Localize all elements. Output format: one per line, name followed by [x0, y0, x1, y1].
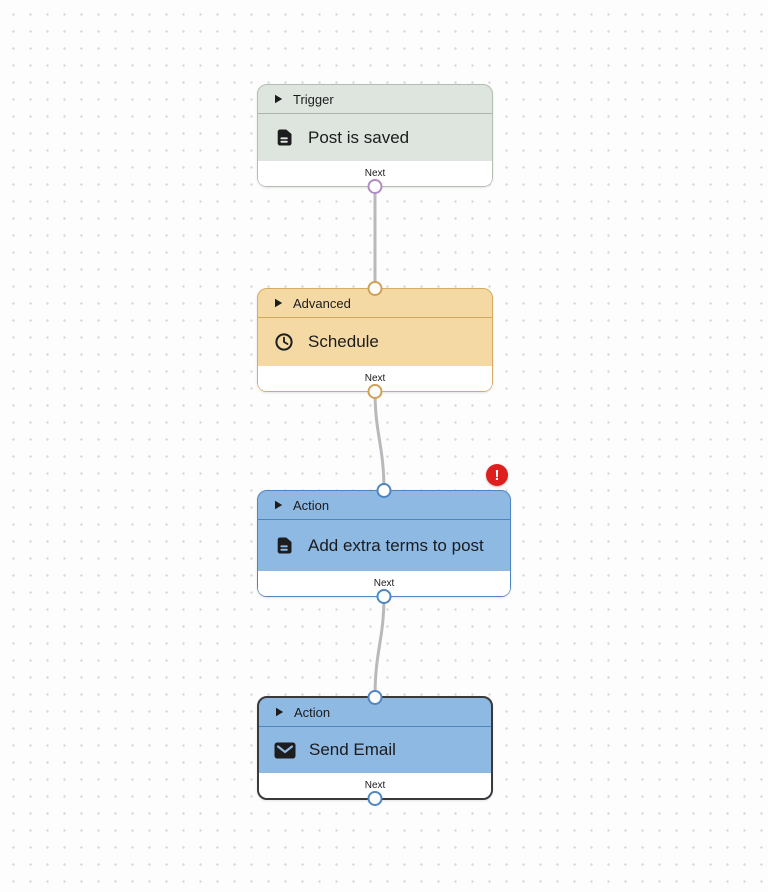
node-advanced-schedule[interactable]: Advanced Schedule Next [257, 281, 493, 399]
node-header[interactable]: Trigger [258, 85, 492, 114]
input-port[interactable] [376, 483, 392, 498]
node-category-label: Trigger [293, 91, 334, 107]
node-title: Add extra terms to post [308, 535, 484, 555]
node-title: Schedule [308, 332, 379, 351]
document-icon [273, 128, 295, 147]
node-header[interactable]: Action [259, 698, 491, 727]
document-icon [273, 536, 295, 555]
node-category-label: Action [294, 704, 331, 720]
clock-icon [273, 332, 295, 352]
collapse-caret-icon[interactable] [274, 298, 283, 308]
node-action-add-extra-terms[interactable]: Action Add extra terms to post Next [257, 483, 511, 604]
output-port[interactable] [367, 384, 383, 399]
next-port-label: Next [364, 373, 386, 384]
node-header[interactable]: Advanced [258, 289, 492, 318]
edge-advanced-to-action1 [373, 388, 386, 494]
node-footer: Next [258, 161, 492, 186]
collapse-caret-icon[interactable] [274, 94, 283, 104]
node-body: Send Email [259, 727, 491, 773]
collapse-caret-icon[interactable] [274, 500, 283, 510]
node-body: Post is saved [258, 114, 492, 161]
output-port[interactable] [367, 791, 383, 806]
next-port-label: Next [373, 578, 395, 589]
node-header[interactable]: Action [258, 491, 510, 520]
node-trigger-post-is-saved[interactable]: Trigger Post is saved Next [257, 84, 493, 194]
node-title: Send Email [309, 740, 396, 759]
node-category-label: Action [293, 497, 330, 513]
error-badge-icon[interactable]: ! [486, 464, 508, 486]
edge-action1-to-action2 [373, 593, 386, 700]
next-port-label: Next [364, 168, 386, 179]
output-port[interactable] [376, 589, 392, 604]
node-category-label: Advanced [293, 295, 351, 311]
input-port[interactable] [367, 690, 383, 705]
node-body: Add extra terms to post [258, 520, 510, 571]
collapse-caret-icon[interactable] [275, 707, 284, 717]
input-port[interactable] [367, 281, 383, 296]
node-action-send-email[interactable]: Action Send Email Next [257, 690, 493, 806]
next-port-label: Next [364, 780, 386, 791]
node-title: Post is saved [308, 127, 410, 147]
mail-icon [274, 742, 296, 759]
output-port[interactable] [367, 179, 383, 194]
node-body: Schedule [258, 318, 492, 366]
